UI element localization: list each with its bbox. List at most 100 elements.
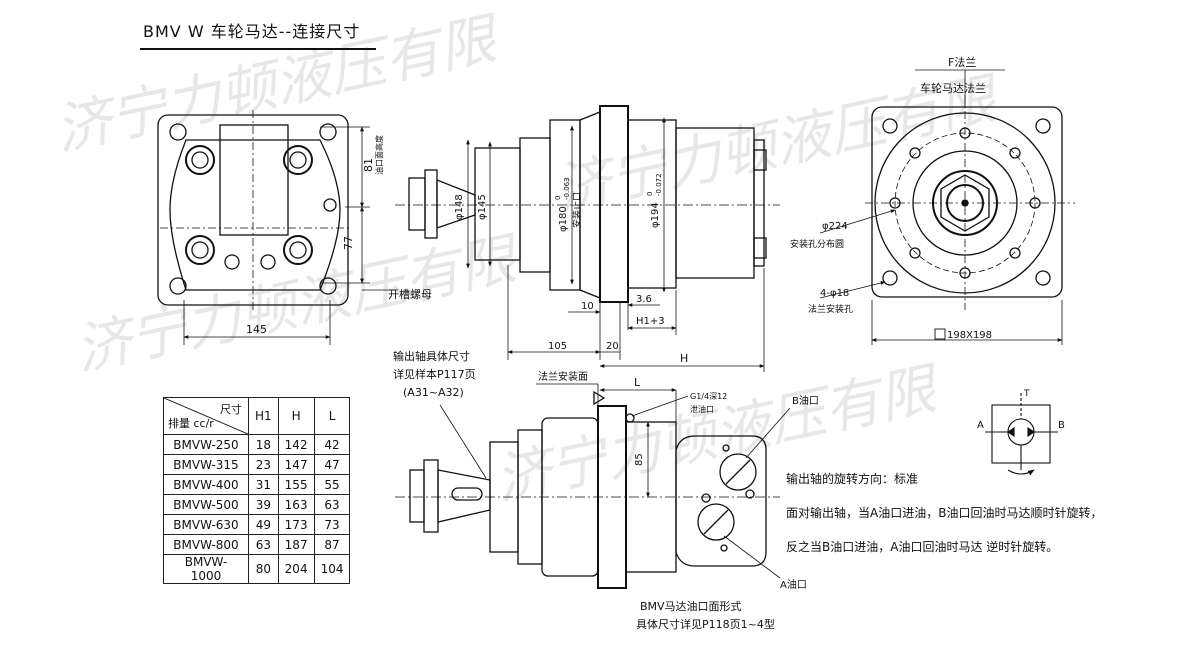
phi145-text: φ145: [477, 194, 488, 220]
caption-line1: BMV马达油口面形式: [640, 599, 742, 613]
b-port-circle: [719, 453, 757, 491]
symbol-a-label: A: [977, 420, 984, 431]
left-corner-hole-br: [319, 277, 337, 295]
rotation-note-1: 输出轴的旋转方向：标准: [786, 472, 919, 486]
left-body-outline: [169, 139, 341, 291]
table-cell-l: 73: [313, 514, 351, 535]
spec-table-header-row: 尺寸 排量 cc/r H1 H L: [163, 397, 351, 435]
dim-L-text: L: [634, 376, 641, 389]
right-stud-7: [909, 247, 921, 259]
left-corner-hole-tr: [319, 123, 337, 141]
left-view: [157, 110, 395, 345]
table-cell-l: 47: [313, 454, 351, 475]
right-corner-hole-bl: [882, 270, 898, 286]
hydraulic-symbol: [985, 393, 1058, 476]
table-cell-h: 142: [277, 434, 315, 455]
dim-h-text: H: [680, 352, 688, 365]
phi180-tol-lower: -0.063: [563, 177, 571, 200]
table-cell-h1: 39: [248, 494, 279, 515]
holes-leader: [819, 281, 886, 299]
left-bolt-4-inner: [289, 241, 307, 259]
bottom-view: [395, 383, 791, 589]
phi180-tol-upper: 0: [554, 196, 562, 200]
table-cell-h1: 80: [248, 554, 279, 584]
table-cell-h1: 49: [248, 514, 279, 535]
left-small-bolt-1: [224, 254, 240, 270]
phi180-text: φ180: [558, 206, 569, 232]
f-flange-label: F法兰: [948, 55, 976, 69]
page-title: BMV W 车轮马达--连接尺寸: [143, 22, 361, 41]
b-port-hatch: [725, 459, 751, 485]
dim-81-text: 81: [362, 158, 375, 172]
phi180-note: 安装止口: [571, 192, 583, 228]
port-height-label: 油口面高度: [374, 135, 384, 175]
side-shaft-nut-face: [424, 169, 438, 239]
bottom-valve-plate: [675, 435, 767, 567]
side-shaft-nut: [408, 177, 426, 231]
table-cell-l: 55: [313, 474, 351, 495]
valve-bolt-3: [722, 444, 730, 452]
valve-bolt-1: [701, 493, 711, 503]
output-shaft-leader: [439, 404, 487, 479]
square-text: 198X198: [947, 330, 992, 341]
flange-face-triangle: [593, 390, 606, 406]
table-cell-h1: 23: [248, 454, 279, 475]
left-port-block: [219, 124, 289, 236]
caption-line2: 具体尺寸详见P118页1~4型: [636, 617, 775, 631]
left-corner-hole-tl: [169, 123, 187, 141]
table-cell-model: BMVW-1000: [163, 554, 249, 584]
corner-header-bottom: 排量 cc/r: [168, 417, 214, 430]
rotation-note-3: 反之当B油口进油，A油口回油时马达 逆时针旋转。: [786, 540, 1059, 554]
phi224-leader: [819, 209, 896, 234]
left-bolt-3: [185, 235, 215, 265]
a-port-circle: [697, 503, 735, 541]
left-small-bolt-2: [260, 254, 276, 270]
bolt-circle-label: 安装孔分布圆: [790, 238, 844, 250]
col-header-h1: H1: [248, 397, 279, 435]
output-shaft-line2: 详见样本P117页: [393, 367, 476, 381]
flange-face-label: 法兰安装面: [538, 370, 588, 383]
dim-3-6-text: 3.6: [636, 294, 652, 305]
table-cell-l: 42: [313, 434, 351, 455]
table-cell-model: BMVW-400: [163, 474, 249, 495]
title-underline: [140, 48, 376, 50]
left-drain-plug: [323, 198, 337, 212]
symbol-b-label: B: [1058, 420, 1065, 431]
table-cell-h: 147: [277, 454, 315, 475]
rotation-note-2: 面对输出轴，当A油口进油，B油口回油时马达顺时针旋转，: [786, 506, 1103, 520]
right-stud-6: [1009, 147, 1021, 159]
table-cell-h: 204: [277, 554, 315, 584]
wheel-motor-flange-label: 车轮马达法兰: [920, 81, 986, 95]
phi180-group: φ180 0 -0.063: [554, 177, 571, 232]
valve-bolt-4: [720, 544, 728, 552]
table-cell-l: 63: [313, 494, 351, 515]
output-shaft-line1: 输出轴具体尺寸: [393, 349, 470, 363]
g14-leader: [631, 395, 689, 417]
side-end-cap: [753, 139, 765, 267]
left-corner-hole-bl: [169, 277, 187, 295]
phi148-text: φ148: [454, 194, 465, 220]
b-port-leader: [745, 407, 791, 459]
phi224-text: φ224: [822, 221, 848, 232]
table-cell-h: 173: [277, 514, 315, 535]
dim-105-text: 105: [548, 341, 567, 352]
symbol-t-label: T: [1023, 389, 1030, 399]
phi194-text: φ194: [650, 202, 661, 228]
table-cell-h: 163: [277, 494, 315, 515]
dim-77-text: 77: [342, 236, 355, 250]
left-bolt-2: [283, 145, 313, 175]
side-port-boss: [753, 149, 767, 171]
square-symbol: [934, 328, 946, 340]
output-shaft-line3: (A31~A32): [403, 386, 464, 399]
motor-triangle-left: [1007, 426, 1015, 438]
left-bolt-4: [283, 235, 313, 265]
right-view: [819, 69, 1075, 345]
table-cell-model: BMVW-315: [163, 454, 249, 475]
